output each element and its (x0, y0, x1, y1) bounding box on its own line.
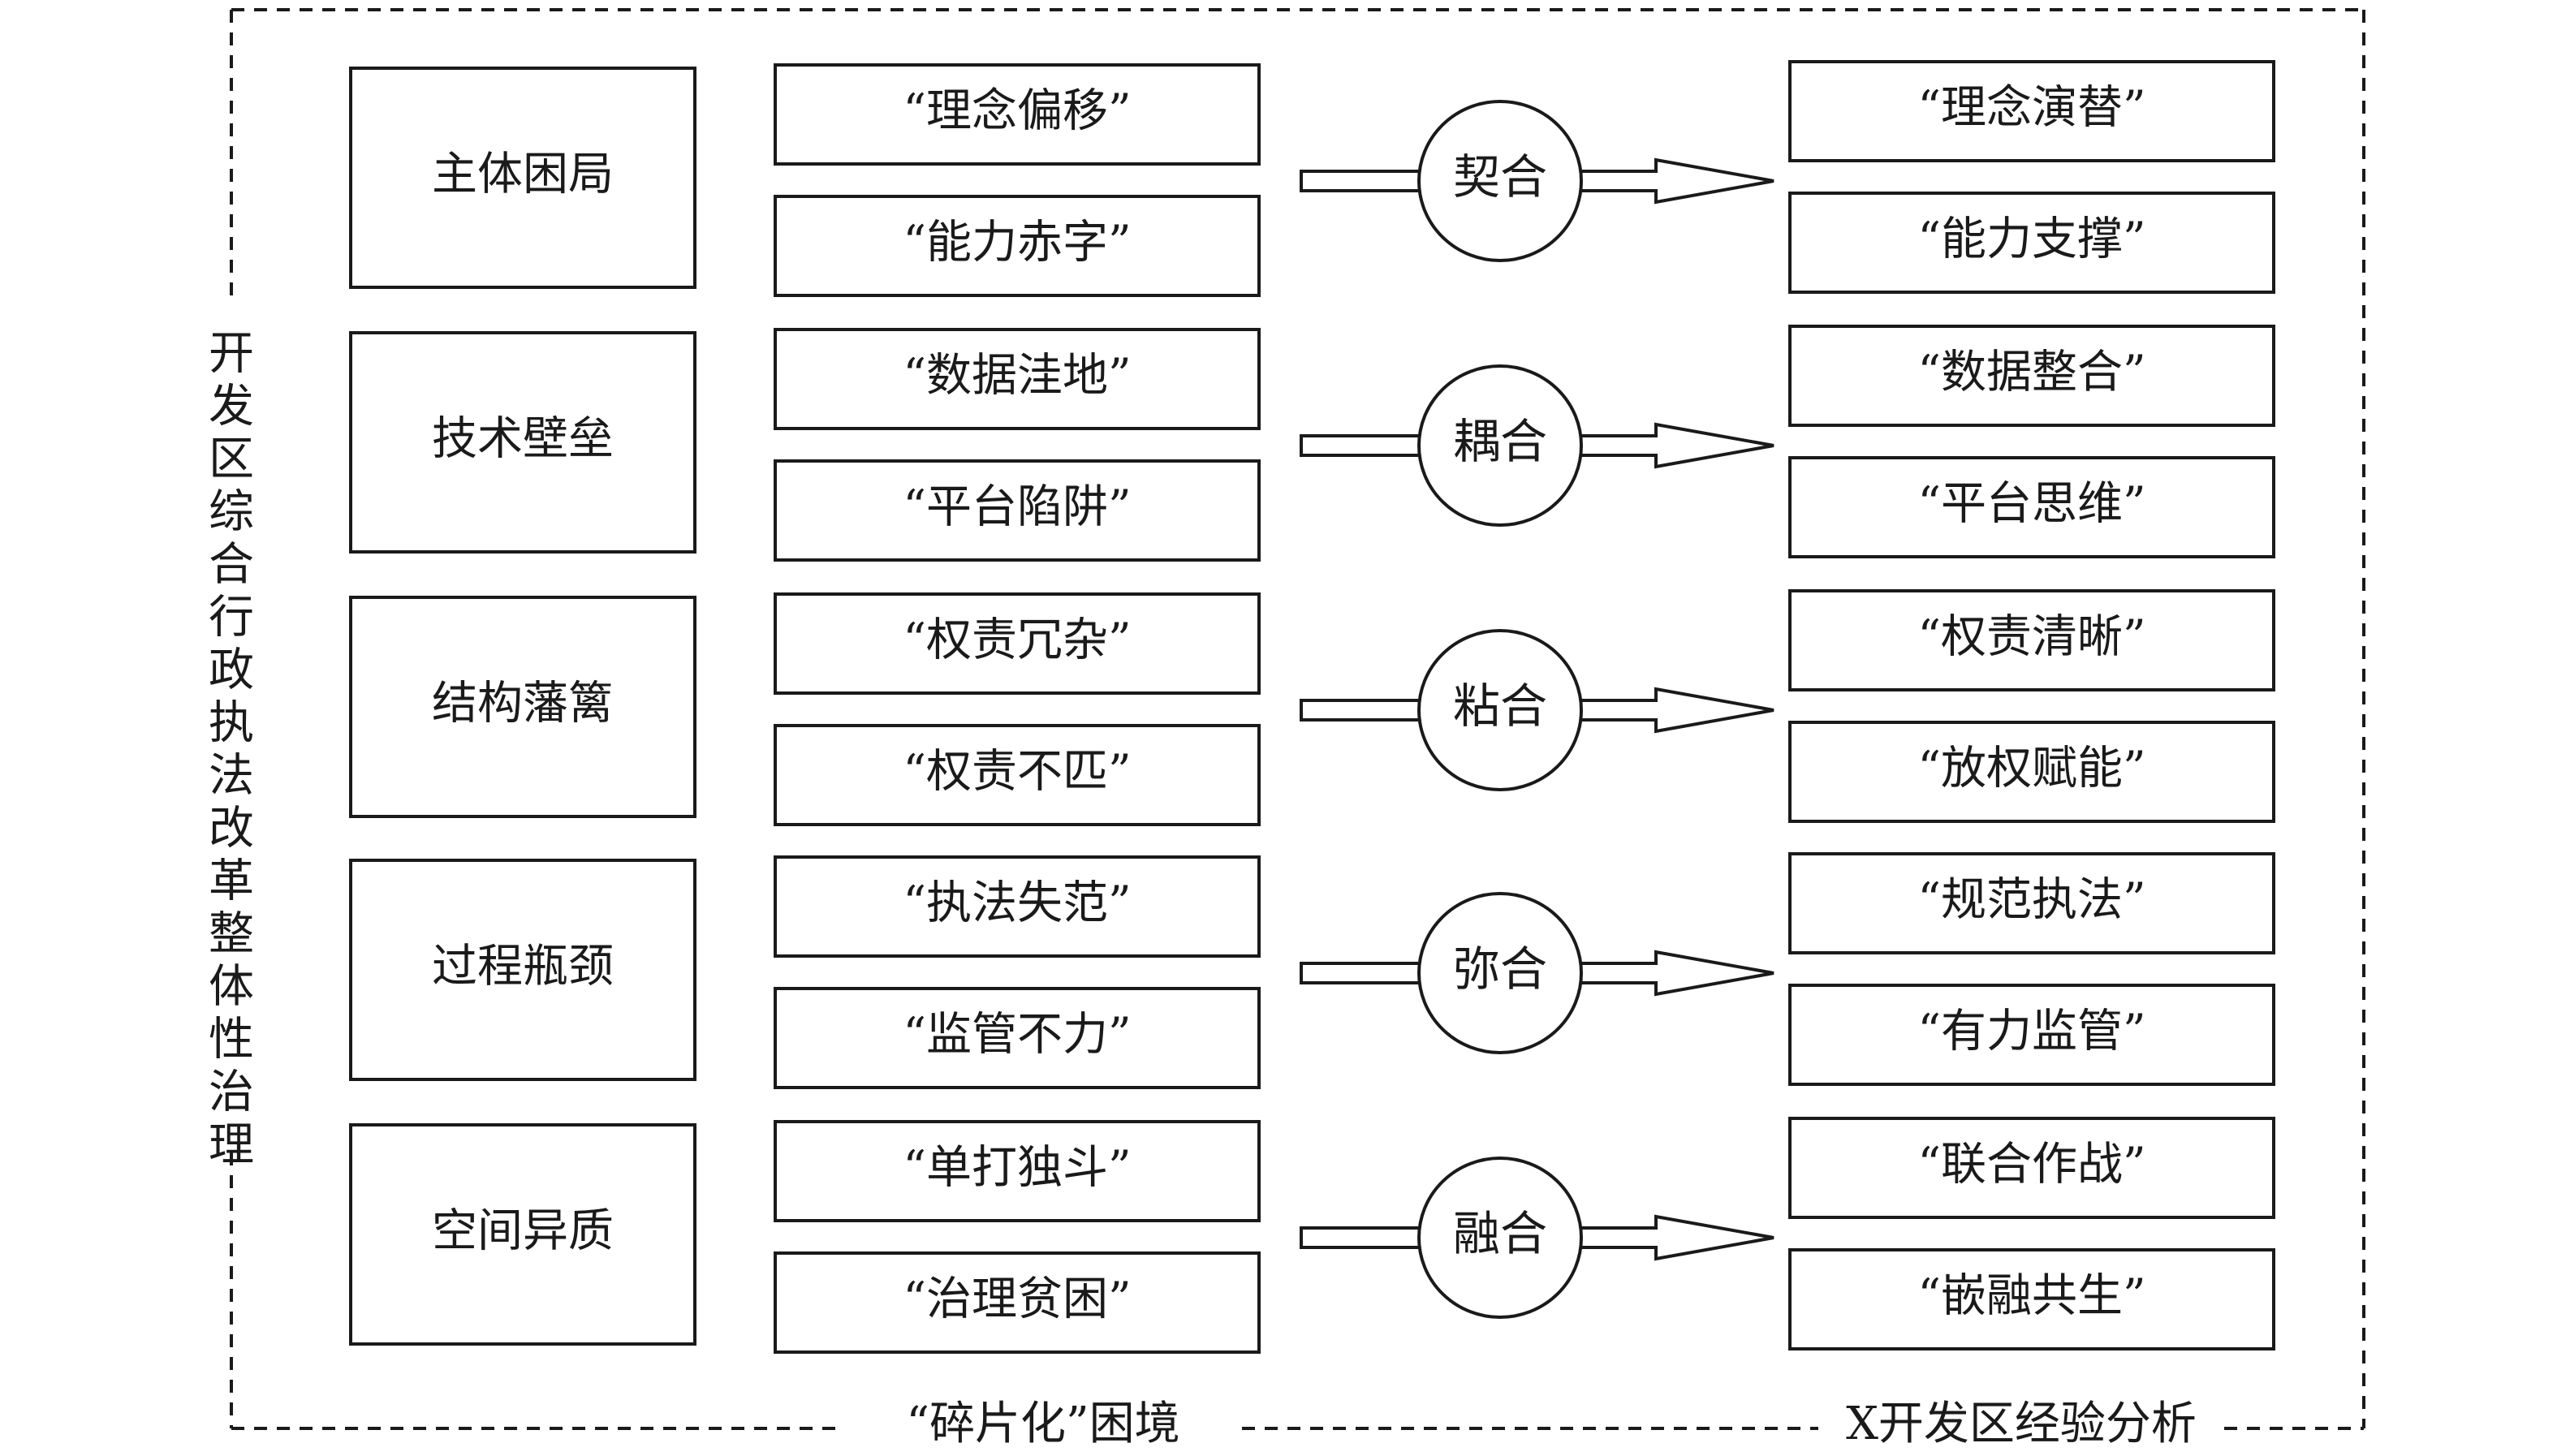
solution-label: “能力支撑” (1917, 213, 2145, 266)
category-label: 技术壁垒 (432, 413, 614, 466)
problem-box (774, 855, 1261, 958)
solution-label: “理念演替” (1917, 82, 2145, 135)
arrow-head-out (1576, 422, 1774, 469)
side-label-char: 性 (209, 1014, 254, 1066)
diagram-row: 技术壁垒 “数据洼地” “平台陷阱” “数据整合” “平台思维” 耦合 (349, 325, 2275, 562)
solution-label: “平台思维” (1917, 478, 2145, 531)
problem-box (774, 63, 1261, 166)
arrow-shaft-in (1300, 170, 1424, 192)
diagram-row: 主体困局 “理念偏移” “能力赤字” “理念演替” “能力支撑” 契合 (349, 60, 2275, 297)
problem-label: “监管不力” (903, 1009, 1131, 1062)
mechanism-circle (1417, 629, 1583, 791)
side-label-char: 发 (209, 381, 254, 433)
solution-box (1788, 984, 2275, 1086)
side-label-char: 体 (209, 961, 254, 1014)
problem-box (774, 328, 1261, 430)
side-label-char: 合 (209, 539, 254, 592)
category-box (349, 859, 696, 1081)
solution-box (1788, 456, 2275, 558)
category-box (349, 596, 696, 818)
solution-label: “有力监管” (1917, 1006, 2145, 1058)
mechanism-label: 耦合 (1453, 414, 1547, 469)
side-label-char: 区 (209, 433, 254, 486)
problem-box (774, 1120, 1261, 1222)
problem-box (774, 459, 1261, 562)
side-label-char: 改 (209, 803, 254, 855)
side-label-char: 革 (209, 855, 254, 908)
diagram-row: 空间异质 “单打独斗” “治理贫困” “联合作战” “嵌融共生” 融合 (349, 1117, 2275, 1354)
side-label-char: 综 (209, 486, 254, 539)
dashed-frame (230, 8, 2365, 1430)
arrow-head-out (1576, 157, 1774, 205)
mechanism-circle (1417, 100, 1583, 262)
solution-label: “放权赋能” (1917, 743, 2145, 795)
side-label-char: 执 (209, 697, 254, 750)
problem-label: “权责不匹” (903, 746, 1131, 799)
solution-label: “联合作战” (1917, 1139, 2145, 1191)
solution-box (1788, 192, 2275, 294)
caption-experience-analysis: X开发区经验分析 (1846, 1398, 2197, 1450)
side-label-char: 整 (209, 908, 254, 961)
side-label-char: 理 (209, 1119, 254, 1172)
arrow-shaft-in (1300, 434, 1424, 457)
problem-box (774, 1251, 1261, 1354)
category-label: 主体困局 (432, 149, 614, 201)
solution-box (1788, 325, 2275, 427)
problem-box (774, 724, 1261, 826)
solution-box (1788, 721, 2275, 823)
problem-label: “能力赤字” (903, 217, 1131, 269)
diagram-row: 过程瓶颈 “执法失范” “监管不力” “规范执法” “有力监管” 弥合 (349, 852, 2275, 1089)
mechanism-label: 融合 (1453, 1206, 1547, 1261)
category-label: 空间异质 (432, 1205, 614, 1258)
problem-label: “权责冗杂” (903, 614, 1131, 667)
mechanism-circle (1417, 892, 1583, 1054)
problem-box (774, 592, 1261, 695)
diagram-row: 结构藩篱 “权责冗杂” “权责不匹” “权责清晰” “放权赋能” 粘合 (349, 589, 2275, 826)
solution-label: “规范执法” (1917, 874, 2145, 927)
problem-label: “治理贫困” (903, 1273, 1131, 1326)
arrow-shaft-in (1300, 962, 1424, 984)
category-box (349, 331, 696, 554)
solution-label: “嵌融共生” (1917, 1270, 2145, 1323)
problem-label: “理念偏移” (903, 85, 1131, 138)
mechanism-label: 粘合 (1453, 678, 1547, 734)
side-label-char: 开 (209, 328, 254, 381)
problem-box (774, 195, 1261, 297)
caption-fragmentation-dilemma: “碎片化”困境 (906, 1398, 1179, 1450)
side-label-char: 治 (209, 1066, 254, 1119)
solution-box (1788, 60, 2275, 162)
solution-box (1788, 1117, 2275, 1219)
side-label-char: 行 (209, 592, 254, 644)
side-label-char: 政 (209, 644, 254, 697)
arrow-head-out (1576, 687, 1774, 734)
category-label: 结构藩篱 (432, 678, 614, 730)
mechanism-circle (1417, 364, 1583, 527)
arrow-shaft-in (1300, 1226, 1424, 1249)
problem-box (774, 987, 1261, 1089)
arrow-head-out (1576, 1214, 1774, 1261)
solution-box (1788, 1248, 2275, 1350)
mechanism-circle (1417, 1157, 1583, 1319)
category-box (349, 1123, 696, 1346)
mechanism-label: 契合 (1453, 149, 1547, 205)
side-label-char: 法 (209, 750, 254, 803)
solution-box (1788, 852, 2275, 954)
problem-label: “平台陷阱” (903, 481, 1131, 534)
category-box (349, 67, 696, 289)
mechanism-label: 弥合 (1453, 941, 1547, 997)
problem-label: “执法失范” (903, 877, 1131, 930)
category-label: 过程瓶颈 (432, 941, 614, 993)
solution-label: “数据整合” (1917, 347, 2145, 399)
arrow-head-out (1576, 950, 1774, 997)
solution-box (1788, 589, 2275, 691)
problem-label: “数据洼地” (903, 350, 1131, 403)
arrow-shaft-in (1300, 699, 1424, 722)
solution-label: “权责清晰” (1917, 611, 2145, 664)
problem-label: “单打独斗” (903, 1142, 1131, 1195)
